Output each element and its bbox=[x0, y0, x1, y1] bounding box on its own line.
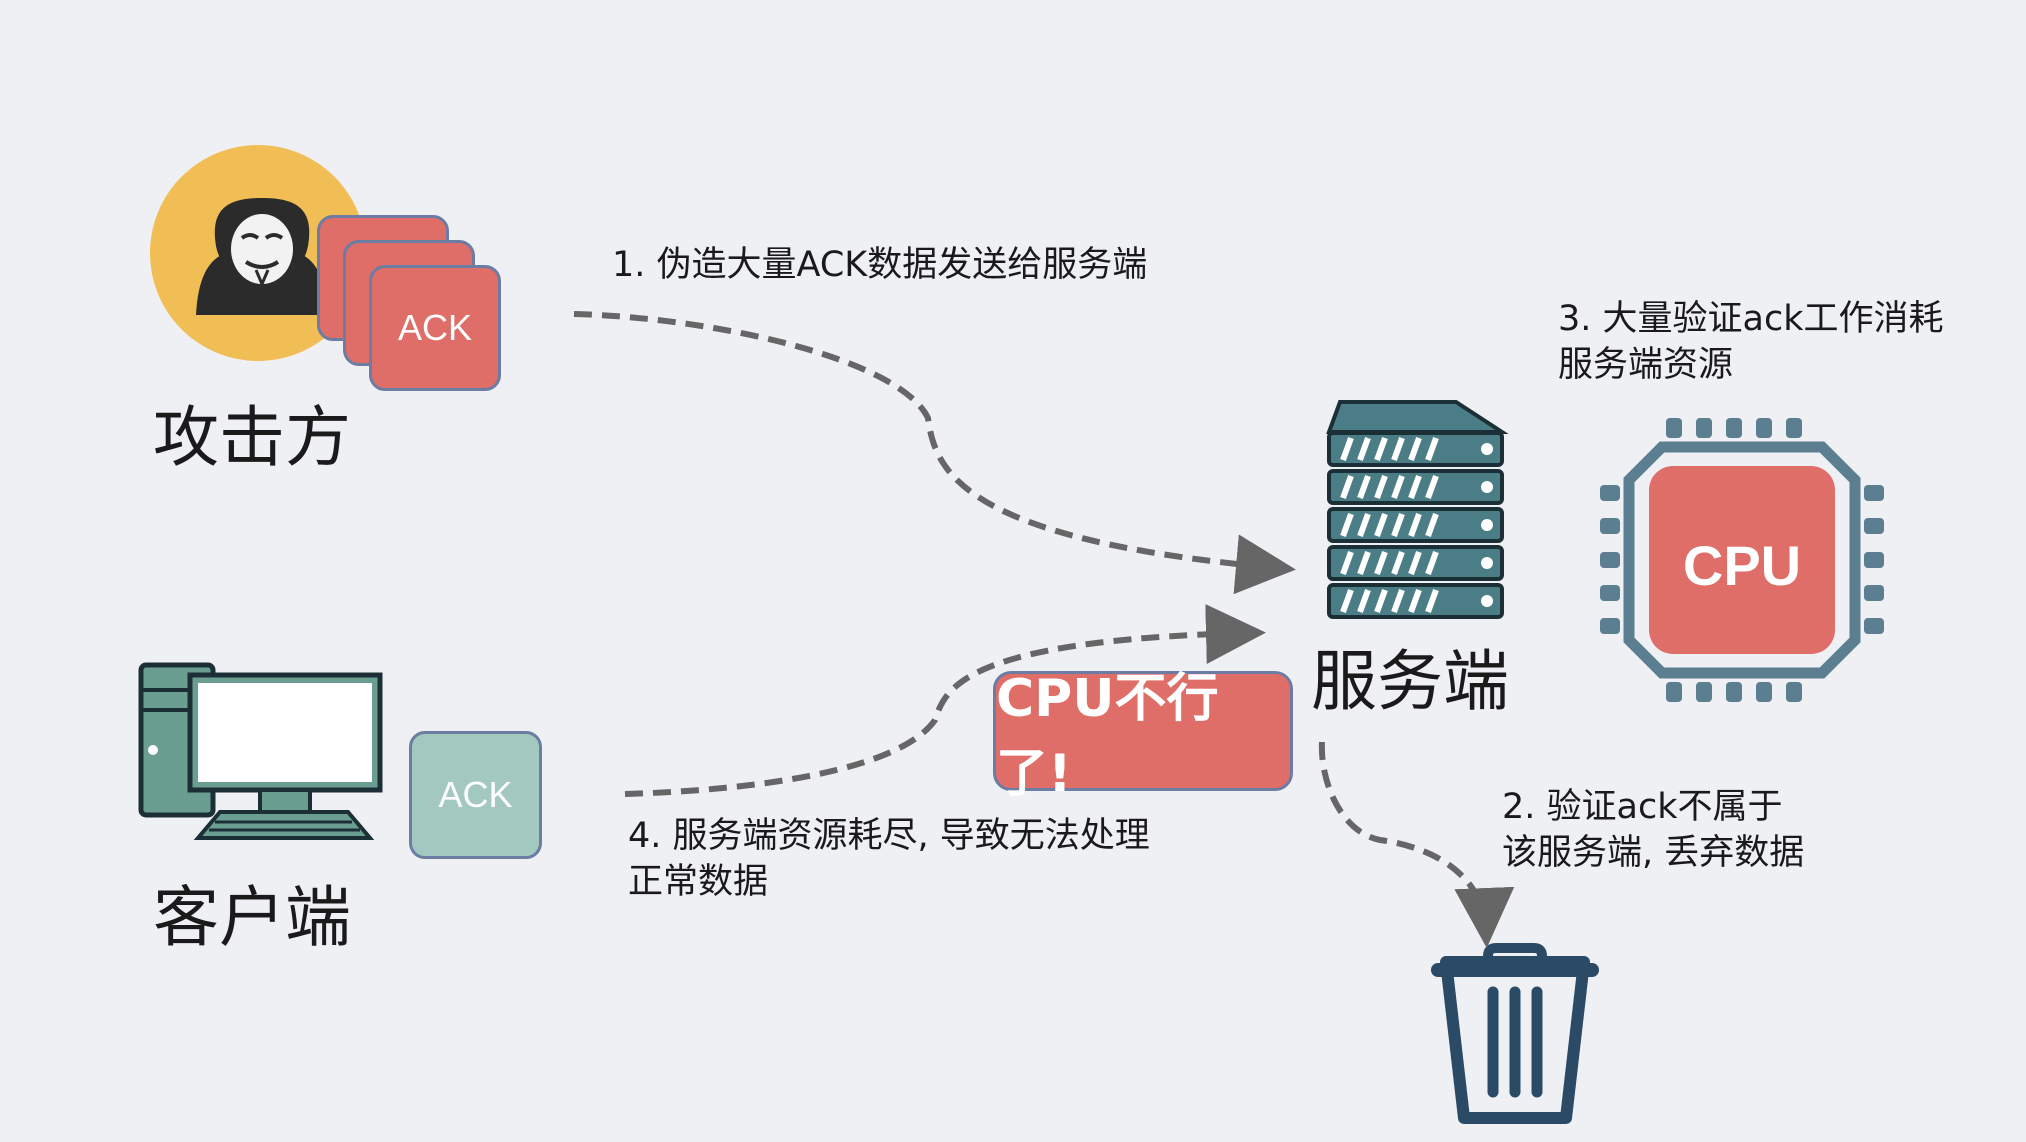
client-label: 客户端 bbox=[153, 879, 351, 956]
attacker-label: 攻击方 bbox=[153, 399, 351, 476]
client-ack-packet: ACK bbox=[409, 731, 542, 859]
cpu-chip-icon bbox=[1600, 418, 1884, 702]
attack-ack-label: ACK bbox=[397, 307, 473, 348]
cpu-overload-badge: CPU不行了! bbox=[993, 669, 1293, 804]
arrow-server-to-client bbox=[624, 604, 1266, 797]
hacker-icon bbox=[150, 145, 366, 361]
step-2-caption: 2. 验证ack不属于 该服务端, 丢弃数据 bbox=[1502, 787, 1805, 873]
arrow-server-to-trash bbox=[1318, 741, 1515, 948]
trash-icon bbox=[1431, 943, 1599, 1124]
step-1-caption: 1. 伪造大量ACK数据发送给服务端 bbox=[612, 245, 1148, 285]
step-4-caption: 4. 服务端资源耗尽, 导致无法处理 正常数据 bbox=[628, 816, 1150, 902]
cpu-overload-text: CPU不行了! bbox=[996, 669, 1219, 804]
client-ack-label: ACK bbox=[438, 774, 513, 815]
computer-icon bbox=[138, 662, 383, 840]
arrow-attack-to-server bbox=[573, 311, 1296, 595]
step-3-caption: 3. 大量验证ack工作消耗 服务端资源 bbox=[1558, 299, 1944, 385]
attack-ack-packet: ACK bbox=[369, 265, 501, 391]
cpu-chip-label: CPU bbox=[1682, 533, 1802, 597]
server-label: 服务端 bbox=[1311, 643, 1509, 720]
server-icon bbox=[1326, 400, 1509, 619]
